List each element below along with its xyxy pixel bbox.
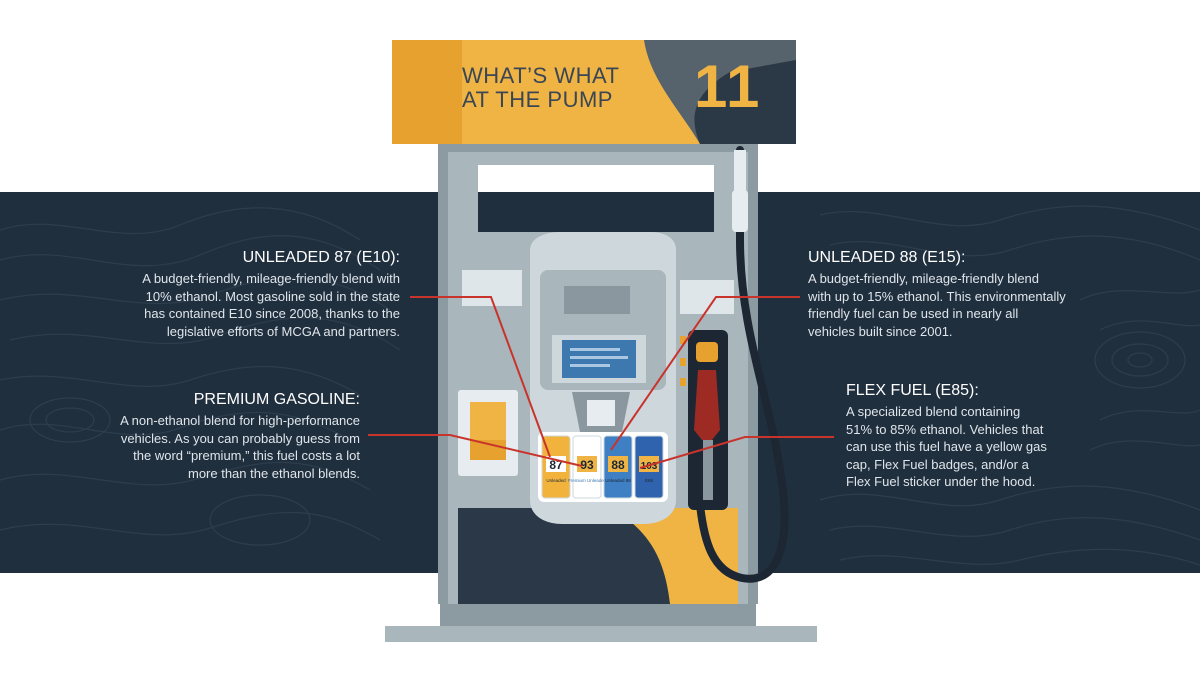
pump-window <box>478 165 714 193</box>
price-display <box>564 286 630 314</box>
callout-premium: PREMIUM GASOLINE: A non-ethanol blend fo… <box>40 390 360 482</box>
pointer-premium <box>368 434 583 467</box>
grade-label: E85 <box>645 478 654 483</box>
grade-number-box <box>577 456 597 472</box>
grade-label: Premium Unleaded <box>568 478 607 483</box>
pointer-unleaded87 <box>410 296 551 458</box>
keypad <box>587 400 615 426</box>
title-line-1: WHAT’S WHAT <box>462 63 620 88</box>
nozzle-handle <box>696 342 718 362</box>
grade-number: 93 <box>580 458 594 472</box>
callout-body: A budget-friendly, mileage-friendly blen… <box>142 271 400 339</box>
title-line-2: AT THE PUMP <box>462 87 613 112</box>
page-number: 11 <box>694 53 762 120</box>
indicator-light <box>680 336 686 344</box>
indicator-light <box>680 358 686 366</box>
topo-pattern <box>0 205 1200 566</box>
callout-title: UNLEADED 88 (E15): <box>808 249 966 266</box>
callout-unleaded87: UNLEADED 87 (E10): A budget-friendly, mi… <box>60 248 400 340</box>
pointer-flexfuel <box>639 436 834 469</box>
grade-label: Unleaded <box>546 478 566 483</box>
grade-number-box <box>608 456 628 472</box>
page-title: WHAT’S WHAT AT THE PUMP <box>462 64 619 112</box>
hose <box>696 146 789 583</box>
callout-body: A specialized blend containing 51% to 85… <box>846 404 1047 489</box>
grade-number-box <box>639 456 659 472</box>
number-panel-dark <box>694 60 796 144</box>
callout-title: UNLEADED 87 (E10): <box>242 249 400 266</box>
title-bar-stripe <box>392 40 462 144</box>
callout-pointers <box>368 296 834 469</box>
pump-window-band <box>478 192 714 232</box>
callout-title: PREMIUM GASOLINE: <box>193 391 360 408</box>
callout-title: FLEX FUEL (E85): <box>846 382 979 399</box>
grade-number-box <box>546 456 566 472</box>
grade-label: Unleaded 88 <box>605 478 631 483</box>
pointer-unleaded88 <box>610 296 800 451</box>
indicator-light <box>680 378 686 386</box>
hose-coupling <box>732 190 748 232</box>
callout-body: A non-ethanol blend for high-performance… <box>120 413 360 481</box>
pump-base <box>385 626 817 642</box>
callout-body: A budget-friendly, mileage-friendly blen… <box>808 271 1066 339</box>
grade-number: 88 <box>611 458 625 472</box>
grade-number: 103 <box>641 461 658 472</box>
callout-flexfuel: FLEX FUEL (E85): A specialized blend con… <box>846 381 1146 491</box>
callout-unleaded88: UNLEADED 88 (E15): A budget-friendly, mi… <box>808 248 1148 340</box>
nozzle <box>694 370 720 440</box>
pump-base-top <box>440 604 756 626</box>
